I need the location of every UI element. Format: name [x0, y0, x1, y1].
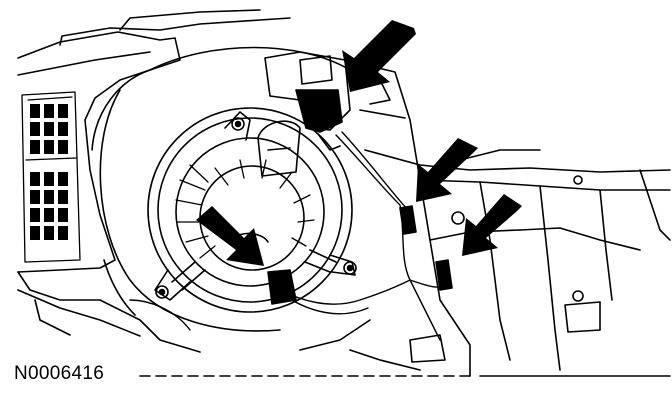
arrow-middle: [416, 138, 478, 202]
vent-grille: [21, 91, 81, 263]
hvac-housing: [17, 9, 291, 353]
blower-motor-assembly: [147, 107, 357, 313]
motor-connector: [267, 269, 297, 305]
harness-connector-right: [435, 259, 453, 291]
arrow-bottom-left: [196, 206, 264, 266]
arrow-right: [462, 194, 522, 256]
wiring-harness: [129, 131, 447, 341]
harness-connector-middle: [399, 205, 417, 235]
figure-number-label: N0006416: [14, 363, 105, 384]
right-bracket: [139, 59, 671, 377]
arrow-top: [342, 20, 416, 92]
